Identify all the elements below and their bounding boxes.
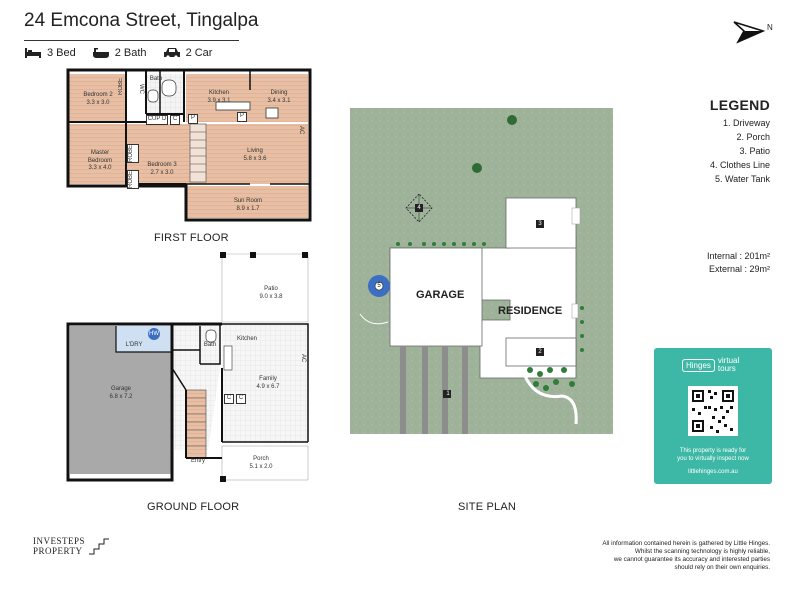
gf-hot-water: HW [149,331,159,337]
bath-icon [92,47,110,59]
gf-entry: Entry [190,458,205,464]
feature-car: 2 Car [163,47,213,59]
feature-bath: 2 Bath [92,47,147,59]
site-plan: 1 2 3 4 5 GARAGE RESIDENCE [350,108,613,434]
agency-name-line1: INVESTEPS [33,536,86,546]
virtual-tour-card[interactable]: Hinges virtual tours This property is re… [654,348,772,484]
site-residence-label: RESIDENCE [498,305,563,317]
site-marker-1: 1 [446,391,450,397]
ff-ac: AC [298,126,304,135]
property-features: 3 Bed 2 Bath 2 Car [24,47,222,59]
area-summary: Internal : 201m² External : 29m² [707,250,770,276]
agency-name-line2: PROPERTY [33,546,83,556]
ff-robe-3: ROBE [127,170,139,190]
steps-icon [89,538,109,555]
bed-icon [24,47,42,59]
ff-robe-2: ROBE [127,144,139,164]
site-garage-label: GARAGE [416,289,465,301]
legend-item: 2. Porch [736,132,770,142]
hinges-logo: Hinges [682,358,715,372]
first-floor-label: FIRST FLOOR [154,232,229,244]
ff-pantry-2: P [237,112,247,122]
gf-cupboard-c1: C [224,394,234,404]
compass: N [733,20,773,49]
area-external: External : 29m² [708,264,770,274]
ff-robe-1: ROBE [118,78,124,96]
area-internal: Internal : 201m² [706,251,770,261]
ff-pantry-1: P [188,114,198,124]
legend-item: 1. Driveway [722,118,770,128]
ff-wc: WC [138,84,144,94]
gf-cupboard-c2: C [236,394,246,404]
gf-kitchen: Kitchen [236,336,257,342]
gf-laundry: L'DRY [125,342,143,348]
agency-logo: INVESTEPS PROPERTY [33,536,109,556]
virtual-tour-url[interactable]: littlehinges.com.au [688,469,738,475]
ff-cupd: CUP D [146,115,168,125]
compass-north-label: N [767,23,773,32]
feature-bed-label: 3 Bed [47,47,76,59]
feature-car-label: 2 Car [185,47,213,59]
qr-code-icon[interactable] [688,386,738,436]
feature-bath-label: 2 Bath [114,47,147,59]
feature-bed: 3 Bed [24,47,76,59]
legend-title: LEGEND [709,97,770,113]
ground-floor-label: GROUND FLOOR [147,501,240,513]
site-marker-4: 4 [417,205,421,211]
header-divider [24,40,239,41]
site-plan-label: SITE PLAN [458,501,517,513]
site-marker-3: 3 [538,221,542,227]
legend-item: 4. Clothes Line [709,160,770,170]
disclaimer: All information contained herein is gath… [602,540,770,571]
legend-item: 5. Water Tank [714,174,770,184]
gf-bath: Bath [203,342,217,348]
legend-list: 1. Driveway 2. Porch 3. Patio 4. Clothes… [710,116,770,186]
legend-item: 3. Patio [739,146,770,156]
ff-bath: Bath [149,76,163,82]
virtual-tour-brand: Hinges virtual tours [682,357,752,373]
virtual-tour-tag: virtual tours [717,356,740,373]
ff-cupboard-c: C [170,115,180,125]
site-marker-2: 2 [538,349,542,355]
site-marker-5: 5 [377,283,381,289]
virtual-tour-message: This property is ready for you to virtua… [677,448,749,462]
property-address: 24 Emcona Street, Tingalpa [24,10,259,31]
car-icon [163,47,181,59]
north-arrow-icon [733,21,766,44]
gf-ac: AC [300,354,306,363]
